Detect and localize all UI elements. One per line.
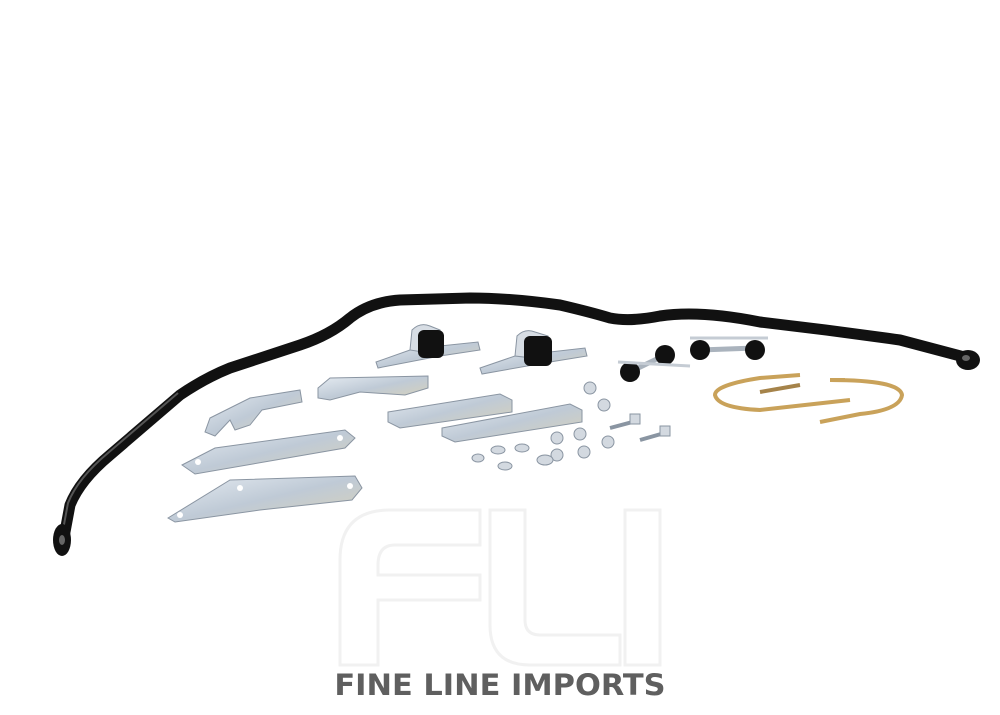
hardware-nuts-washers xyxy=(471,381,671,471)
watermark-monogram xyxy=(338,508,662,667)
watermark-text: FINE LINE IMPORTS xyxy=(334,668,666,702)
clamp-bracket-left xyxy=(204,389,303,437)
bushing-bracket-right xyxy=(479,330,588,375)
clamp-bracket-right xyxy=(317,375,429,401)
end-link-left xyxy=(617,345,691,382)
end-link-right xyxy=(690,336,768,360)
u-bolts xyxy=(712,373,905,424)
bushing-bracket-left xyxy=(375,324,481,369)
spacer-block-2 xyxy=(441,403,583,443)
sway-bar xyxy=(53,292,980,556)
mounting-plate-lower xyxy=(167,475,363,523)
spacer-block-1 xyxy=(387,393,513,429)
mounting-plate-upper xyxy=(181,429,356,475)
